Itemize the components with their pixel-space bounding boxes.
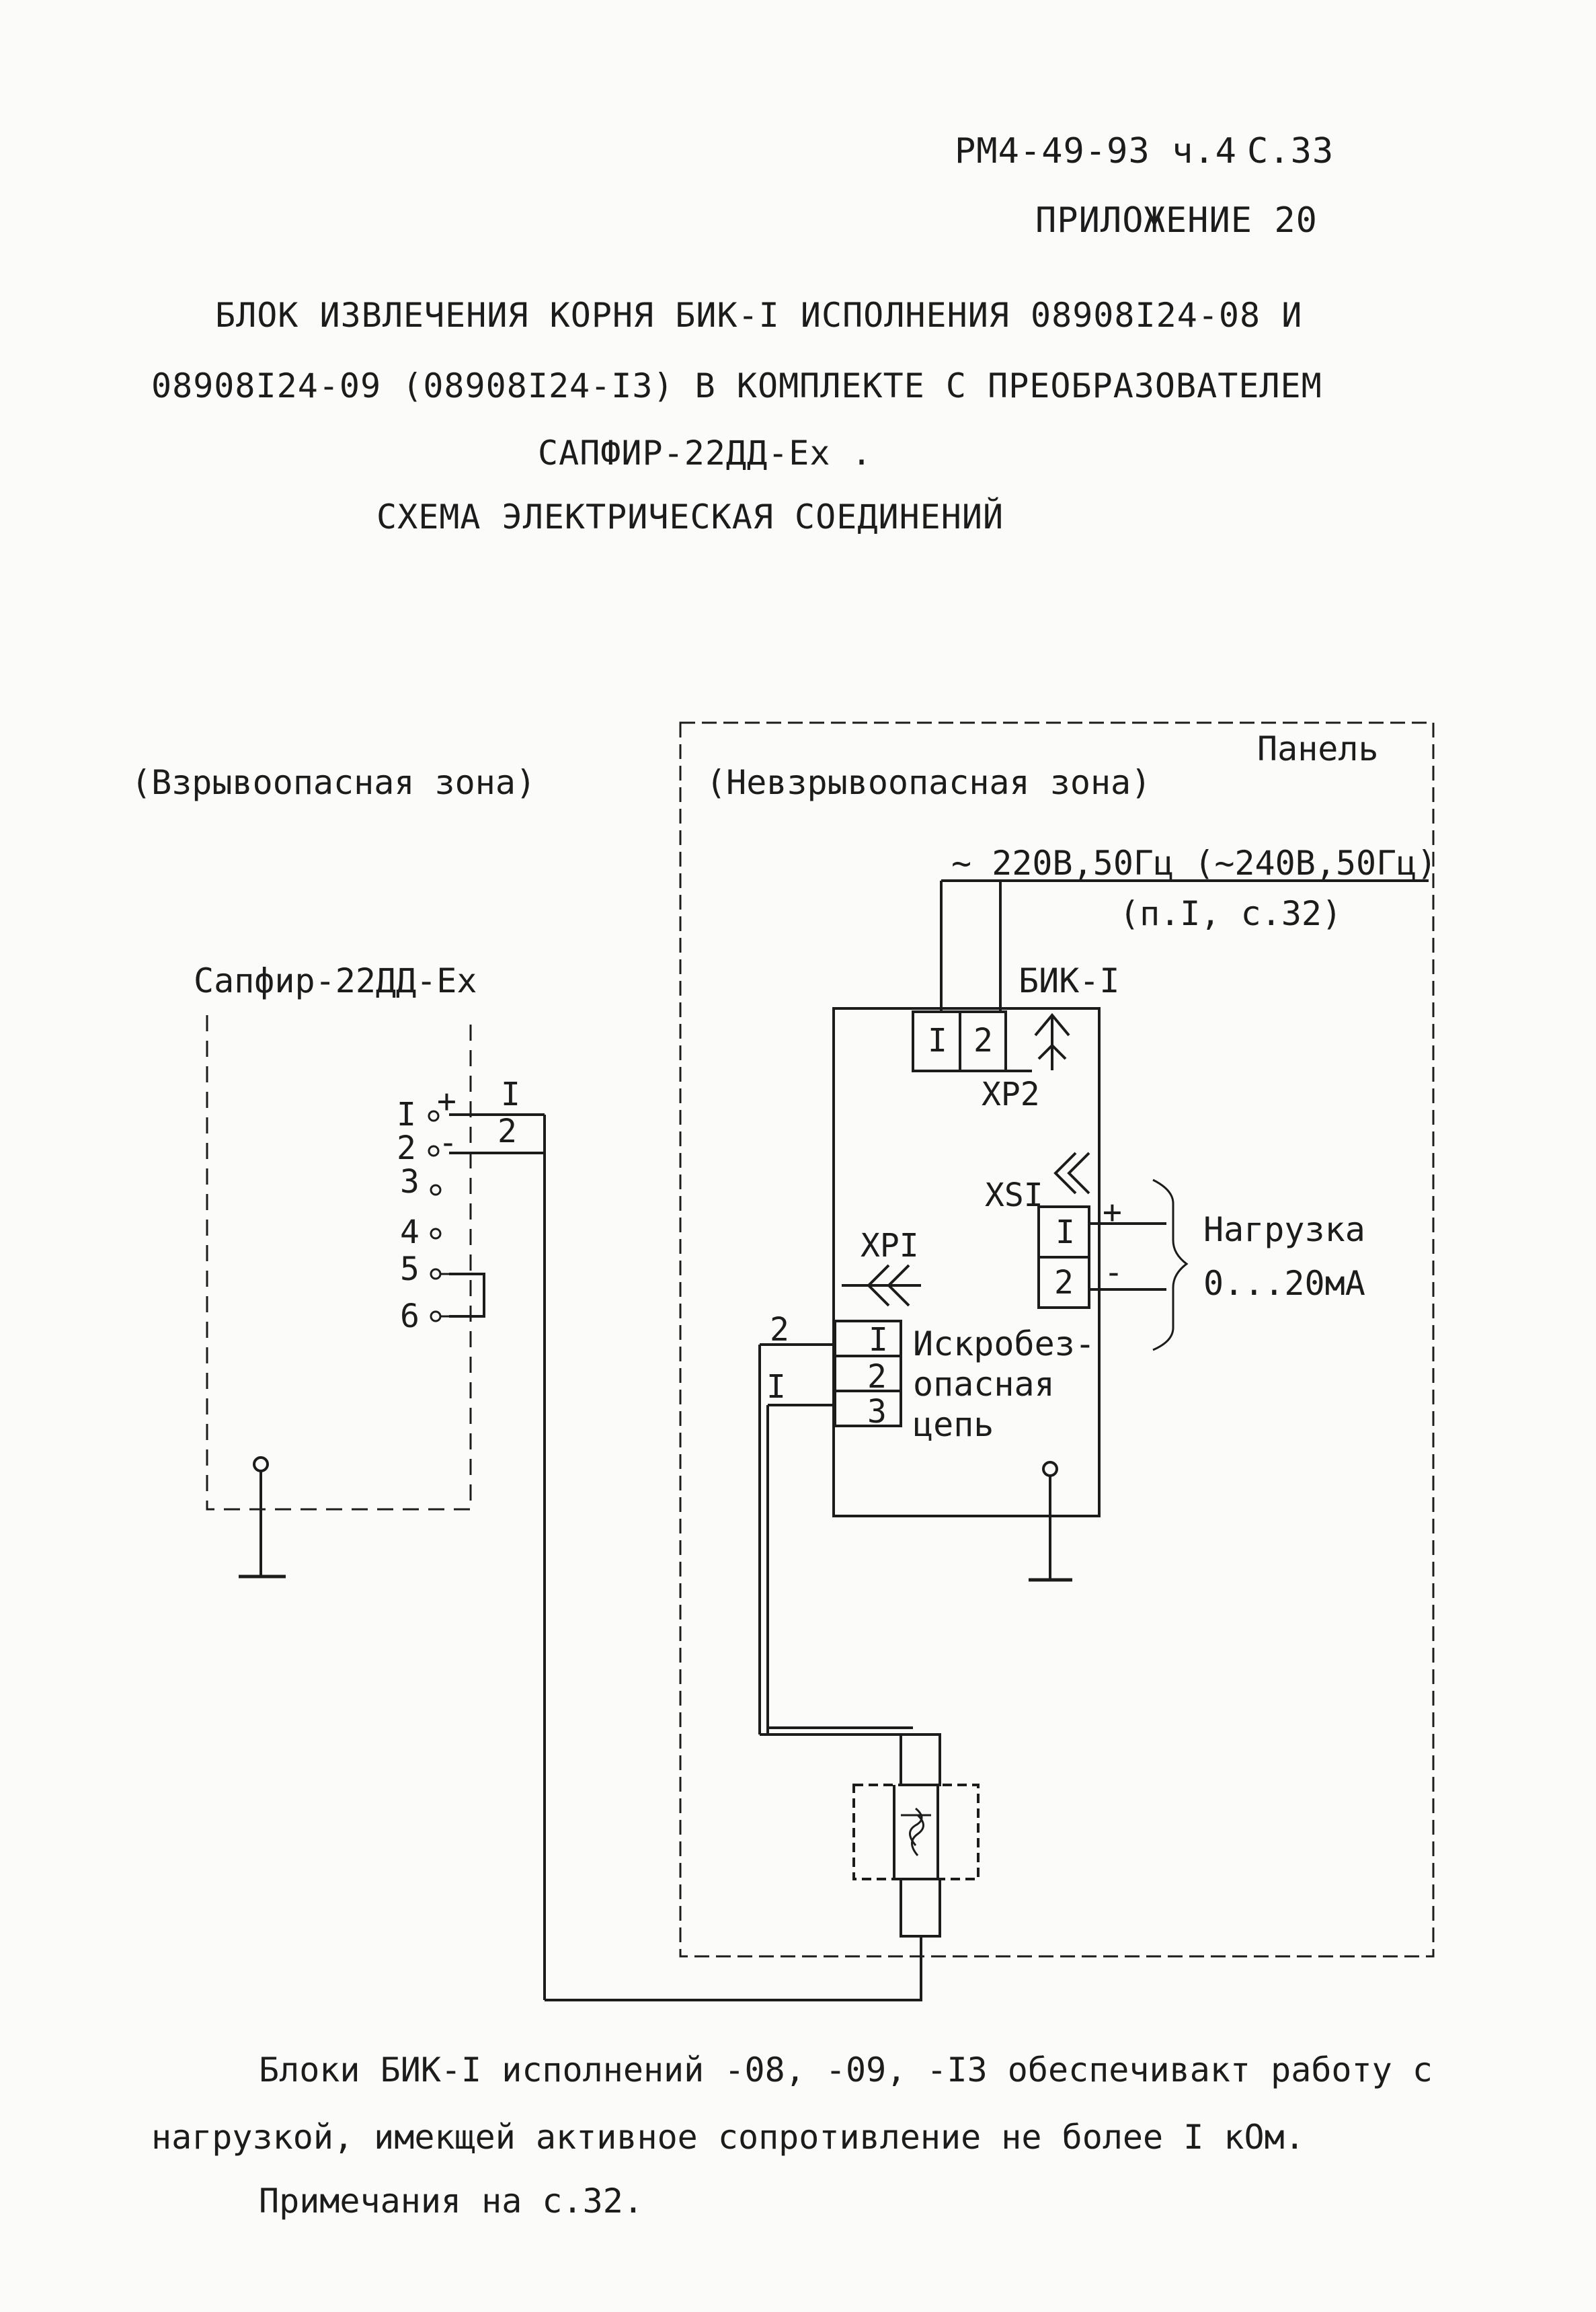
document-reference: РМ4-49-93 ч.4 <box>955 131 1237 171</box>
hazardous-zone-label: (Взрывоопасная зона) <box>131 763 536 802</box>
sensor-enclosure <box>206 1015 472 1511</box>
sensor-wire-2-label: 2 <box>497 1113 517 1150</box>
panel-frame <box>679 721 1435 1958</box>
panel-label: Панель <box>1257 729 1379 768</box>
load-label: Нагрузка <box>1203 1210 1365 1249</box>
intrinsic-safe-line-3: цепь <box>913 1405 994 1444</box>
intrinsic-safe-line-2: опасная <box>913 1365 1055 1404</box>
xs1-minus-sign: - <box>1104 1254 1123 1291</box>
bik-block <box>832 1007 1101 1517</box>
sensor-terminal-1: I <box>397 1096 416 1133</box>
sensor-terminal-6: 6 <box>400 1298 420 1335</box>
xp1-pin-2: 2 <box>867 1358 887 1396</box>
xp2-pin-1: I <box>928 1022 947 1060</box>
title-line-2: 08908I24-09 (08908I24-I3) В КОМПЛЕКТЕ С … <box>151 366 1322 405</box>
xp1-pin-3: 3 <box>867 1393 887 1431</box>
load-range: 0...20мА <box>1203 1264 1365 1303</box>
power-note: (п.I, с.32) <box>1119 894 1343 933</box>
sensor-terminal-2: 2 <box>397 1129 416 1167</box>
xp2-pin-2: 2 <box>973 1022 993 1060</box>
sensor-terminal-3: 3 <box>400 1163 420 1201</box>
xp1-wire-1-label: I <box>766 1368 786 1406</box>
xp1-pin-1: I <box>869 1321 888 1359</box>
xs1-plus-sign: + <box>1103 1193 1122 1231</box>
footer-paragraph-line-2: нагрузкой, имекщей активное сопротивлени… <box>151 2118 1305 2157</box>
sensor-wire-1-label: I <box>501 1076 520 1113</box>
xs1-label: XSI <box>985 1177 1043 1214</box>
sensor-minus-sign: - <box>438 1124 458 1162</box>
sensor-terminal-5: 5 <box>400 1250 420 1288</box>
xp2-label: ХР2 <box>982 1076 1040 1113</box>
title-line-1: БЛОК ИЗВЛЕЧЕНИЯ КОРНЯ БИК-I ИСПОЛНЕНИЯ 0… <box>215 296 1303 335</box>
xp1-wire-2-label: 2 <box>770 1311 789 1349</box>
sensor-plus-sign: + <box>437 1082 456 1120</box>
bik-label: БИК-I <box>1019 961 1120 1000</box>
title-line-4: СХЕМА ЭЛЕКТРИЧЕСКАЯ СОЕДИНЕНИЙ <box>376 497 1004 536</box>
safe-zone-label: (Невзрывоопасная зона) <box>706 763 1152 802</box>
page-number: С.33 <box>1247 131 1334 171</box>
appendix-label: ПРИЛОЖЕНИЕ 20 <box>1035 200 1318 241</box>
xs1-pin-1: I <box>1055 1213 1075 1251</box>
xp1-label: ХРI <box>861 1227 919 1265</box>
sensor-terminal-4: 4 <box>400 1213 420 1251</box>
footer-note: Примечания на с.32. <box>259 2182 643 2221</box>
sensor-label: Сапфир-22ДД-Ex <box>194 961 477 1000</box>
footer-paragraph-line-1: Блоки БИК-I исполнений -08, -09, -I3 обе… <box>259 2050 1433 2089</box>
intrinsic-safe-line-1: Искробез- <box>913 1324 1095 1363</box>
power-supply-label: ~ 220В,50Гц (~240В,50Гц) <box>951 844 1437 883</box>
title-line-3: САПФИР-22ДД-Ex . <box>538 434 873 473</box>
xs1-pin-2: 2 <box>1054 1264 1074 1302</box>
converter-block <box>852 1784 980 1880</box>
